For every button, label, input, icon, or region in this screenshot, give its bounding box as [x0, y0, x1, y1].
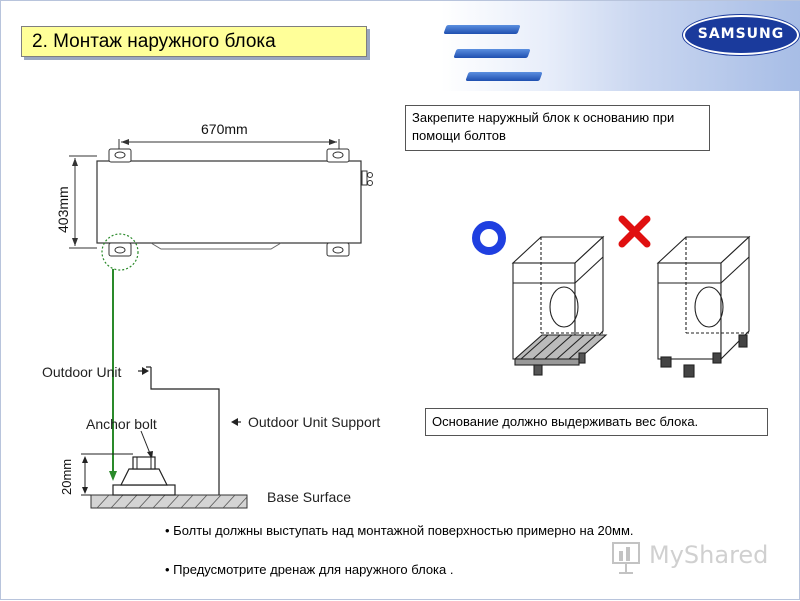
- bullet-dot: •: [165, 562, 174, 577]
- base-surface-label: Base Surface: [267, 489, 352, 505]
- title-box: 2. Монтаж наружного блока: [21, 26, 367, 57]
- bolt-dimension: 20mm: [59, 458, 74, 495]
- bullet-item-2: • Предусмотрите дренаж для наружного бло…: [165, 562, 453, 577]
- bullet-text: Болты должны выступать над монтажной пов…: [173, 523, 634, 538]
- support-note: Основание должно выдерживать вес блока.: [425, 408, 768, 436]
- wrong-mark-icon: [618, 215, 651, 248]
- samsung-logo: SAMSUNG: [683, 15, 799, 55]
- anchor-bolt-label: Anchor bolt: [86, 416, 157, 432]
- unit-wrong-icon: [656, 235, 751, 378]
- bullet-item-1: • Болты должны выступать над монтажной п…: [165, 523, 634, 538]
- page-title: 2. Монтаж наружного блока: [32, 31, 276, 52]
- width-dimension: 670mm: [201, 121, 248, 137]
- outdoor-unit-support-label: Outdoor Unit Support: [248, 414, 381, 430]
- unit-correct-icon: [511, 235, 608, 376]
- watermark-text: MyShared: [649, 541, 769, 569]
- bullet-dot: •: [165, 523, 174, 538]
- fix-note: Закрепите наружный блок к основанию при …: [405, 105, 710, 151]
- correct-mark-icon: [472, 221, 506, 255]
- watermark: MyShared: [611, 539, 771, 579]
- watermark-icon: [612, 542, 640, 574]
- logo-text: SAMSUNG: [697, 26, 785, 42]
- outdoor-unit-label: Outdoor Unit: [42, 364, 122, 380]
- bullet-text: Предусмотрите дренаж для наружного блока…: [173, 562, 454, 577]
